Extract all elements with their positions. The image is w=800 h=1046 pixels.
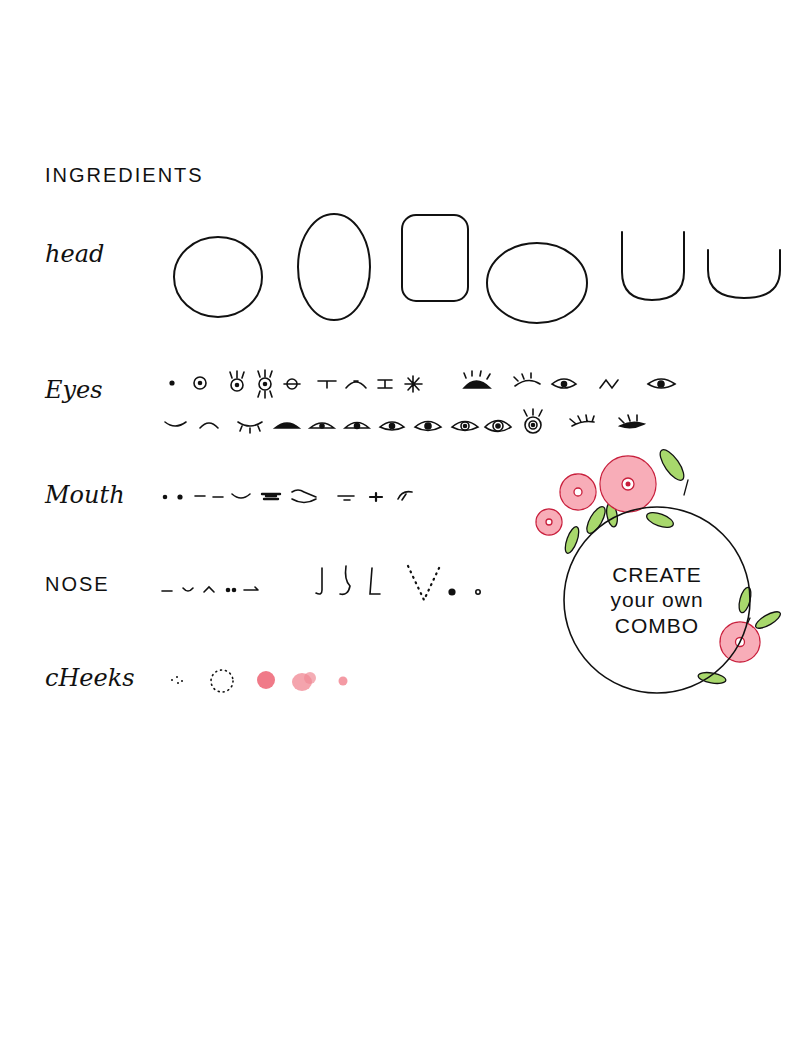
cheek-shapes: [171, 670, 348, 692]
row-label: head: [45, 240, 104, 268]
sheet-title: INGREDIENTS: [45, 164, 204, 187]
row-label: cHeeks: [45, 664, 135, 692]
flower-decoration: [536, 446, 783, 685]
mouth-shapes: [164, 490, 413, 503]
row-label: Eyes: [45, 376, 103, 404]
nose-shapes: [162, 566, 480, 600]
eye-shapes: [170, 370, 675, 398]
combo-circle: CREATE your own COMBO: [562, 505, 752, 695]
row-label: NOSE: [45, 573, 110, 596]
head-shapes: [174, 214, 780, 323]
circle-line: [564, 507, 750, 693]
combo-text: CREATE your own COMBO: [601, 562, 713, 638]
row-label: Mouth: [45, 481, 125, 509]
eye-shapes-row-two: [165, 409, 644, 433]
